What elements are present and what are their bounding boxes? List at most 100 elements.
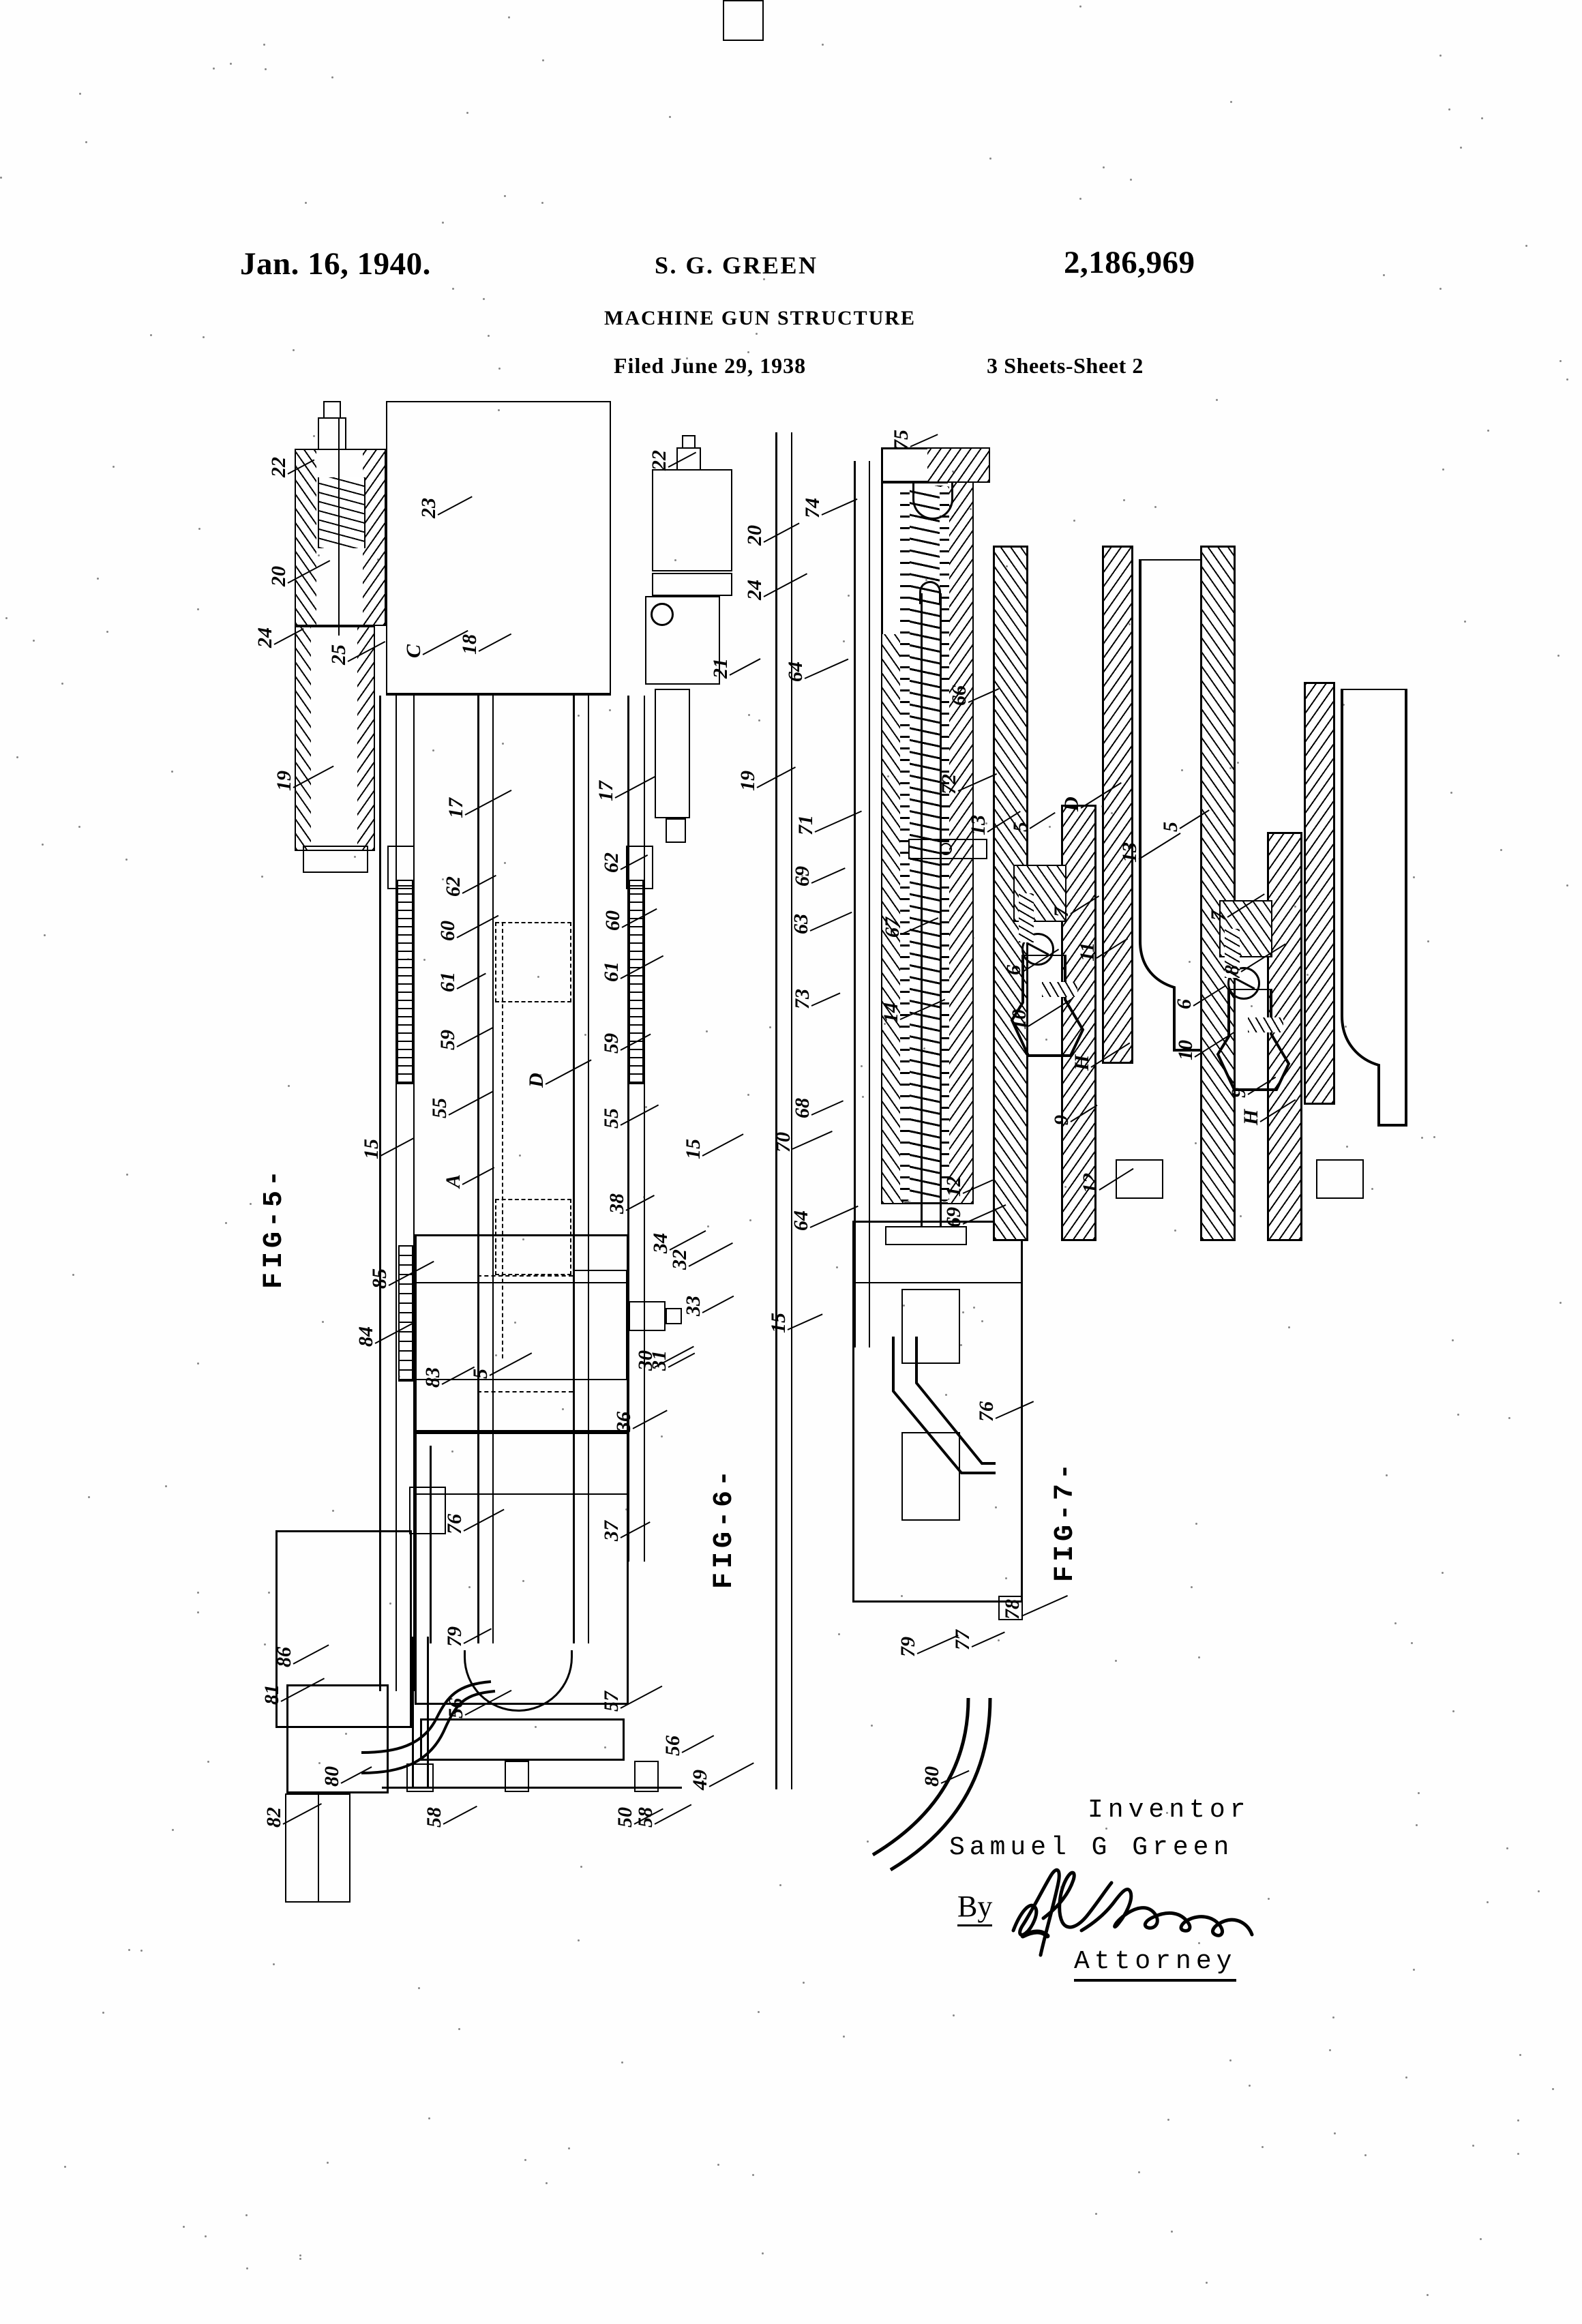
fig5-rail-inner-left bbox=[395, 696, 397, 1691]
ref-numeral-fig6-64: 64 bbox=[790, 1210, 812, 1231]
speckle bbox=[537, 976, 539, 978]
speckle bbox=[451, 1450, 453, 1452]
speckle bbox=[925, 579, 927, 581]
patent-number: 2,186,969 bbox=[1064, 245, 1195, 280]
speckle bbox=[305, 202, 307, 204]
fig6-rod-67b bbox=[940, 593, 942, 1227]
ref-numeral-fig5-32: 32 bbox=[668, 1249, 691, 1270]
fig5-breech-div-1 bbox=[415, 1282, 629, 1283]
speckle bbox=[452, 288, 454, 290]
fig7-left-spring-13 bbox=[1019, 893, 1034, 942]
speckle bbox=[1427, 940, 1429, 942]
fig6-fitting-79 bbox=[723, 0, 764, 41]
speckle bbox=[97, 578, 99, 580]
speckle bbox=[1123, 499, 1125, 501]
ref-numeral-fig5-85: 85 bbox=[368, 1268, 391, 1289]
fig6-buffer-hatch-right bbox=[948, 483, 972, 1203]
speckle bbox=[962, 1311, 964, 1313]
inventor-name-caps: S. G. GREEN bbox=[655, 252, 818, 279]
speckle bbox=[604, 1746, 606, 1748]
fig5-rail-center-b bbox=[492, 696, 494, 1643]
speckle bbox=[225, 1222, 227, 1224]
speckle bbox=[1130, 179, 1132, 181]
ref-numeral-fig6-15: 15 bbox=[767, 1313, 790, 1333]
ref-numeral-fig7-8: 8 bbox=[1221, 965, 1243, 975]
speckle bbox=[102, 2012, 104, 2014]
speckle bbox=[1166, 1812, 1168, 1814]
fig6-cross-bar-12 bbox=[885, 1226, 967, 1245]
speckle bbox=[1386, 1474, 1388, 1476]
speckle bbox=[1487, 430, 1489, 432]
speckle bbox=[377, 558, 379, 561]
speckle bbox=[85, 141, 87, 143]
speckle bbox=[1229, 767, 1232, 769]
speckle bbox=[332, 1510, 334, 1512]
speckle bbox=[171, 771, 173, 773]
speckle bbox=[578, 715, 580, 717]
speckle bbox=[871, 1725, 873, 1727]
ref-numeral-fig5-19: 19 bbox=[273, 771, 295, 791]
speckle bbox=[1334, 2132, 1336, 2134]
speckle bbox=[1442, 468, 1444, 471]
speckle bbox=[541, 202, 543, 204]
speckle bbox=[1230, 101, 1232, 103]
speckle bbox=[669, 116, 671, 118]
speckle bbox=[207, 1761, 209, 1763]
speckle bbox=[752, 2174, 754, 2176]
ref-numeral-fig6-72: 72 bbox=[938, 774, 960, 794]
fig7-right-spring-13 bbox=[1225, 929, 1240, 978]
ref-numeral-fig5-80: 80 bbox=[320, 1766, 343, 1787]
speckle bbox=[1481, 117, 1483, 119]
speckle bbox=[1345, 1026, 1347, 1028]
speckle bbox=[1307, 974, 1309, 976]
speckle bbox=[522, 1238, 524, 1240]
ref-numeral-fig6-79: 79 bbox=[897, 1637, 919, 1657]
speckle bbox=[106, 631, 108, 633]
speckle bbox=[264, 1643, 266, 1645]
speckle bbox=[1448, 108, 1450, 110]
speckle bbox=[1191, 1586, 1193, 1588]
fig5-link-56-end bbox=[406, 1763, 434, 1792]
speckle bbox=[198, 528, 200, 530]
speckle bbox=[1251, 1005, 1253, 1007]
speckle bbox=[299, 2254, 301, 2256]
speckle bbox=[1171, 2231, 1173, 2233]
fig5-trigger-pivot bbox=[651, 603, 674, 626]
speckle bbox=[1457, 1414, 1459, 1416]
speckle bbox=[1418, 1792, 1420, 1794]
speckle bbox=[1240, 1215, 1242, 1217]
speckle bbox=[1249, 2085, 1251, 2087]
speckle bbox=[299, 2258, 301, 2260]
speckle bbox=[621, 2061, 623, 2064]
speckle bbox=[78, 826, 80, 828]
fig5-valve-hatch-left bbox=[296, 450, 316, 625]
speckle bbox=[197, 1362, 199, 1365]
ref-numeral-fig5-60: 60 bbox=[436, 921, 459, 941]
ref-numeral-fig6-66: 66 bbox=[948, 685, 970, 706]
speckle bbox=[686, 357, 688, 359]
speckle bbox=[331, 76, 333, 78]
fig6-rod-tip bbox=[919, 581, 941, 604]
speckle bbox=[524, 2159, 526, 2161]
ref-numeral-fig5-D: D bbox=[525, 1073, 548, 1088]
ref-numeral-fig5-37: 37 bbox=[600, 1521, 623, 1541]
speckle bbox=[72, 1274, 74, 1276]
fig7-left-bolt-body bbox=[1139, 559, 1203, 1052]
ref-numeral-fig5-83: 83 bbox=[421, 1367, 444, 1388]
speckle bbox=[504, 195, 506, 197]
speckle bbox=[843, 640, 845, 642]
ref-numeral-fig5-20: 20 bbox=[267, 566, 290, 586]
ref-numeral-fig5-18: 18 bbox=[458, 634, 481, 655]
speckle bbox=[946, 1084, 948, 1086]
ref-numeral-fig5-76: 76 bbox=[443, 1514, 466, 1534]
speckle bbox=[1416, 1824, 1418, 1826]
speckle bbox=[763, 278, 765, 280]
fig7-right-sear-arm bbox=[1216, 989, 1291, 1091]
ref-numeral-fig7-6: 6 bbox=[1173, 999, 1195, 1009]
speckle bbox=[1421, 1137, 1423, 1139]
speckle bbox=[1103, 166, 1105, 168]
sheet-count: 3 Sheets-Sheet 2 bbox=[987, 353, 1144, 378]
speckle bbox=[1452, 1710, 1454, 1712]
speckle bbox=[562, 1408, 564, 1410]
ref-numeral-fig5-61: 61 bbox=[600, 962, 623, 982]
